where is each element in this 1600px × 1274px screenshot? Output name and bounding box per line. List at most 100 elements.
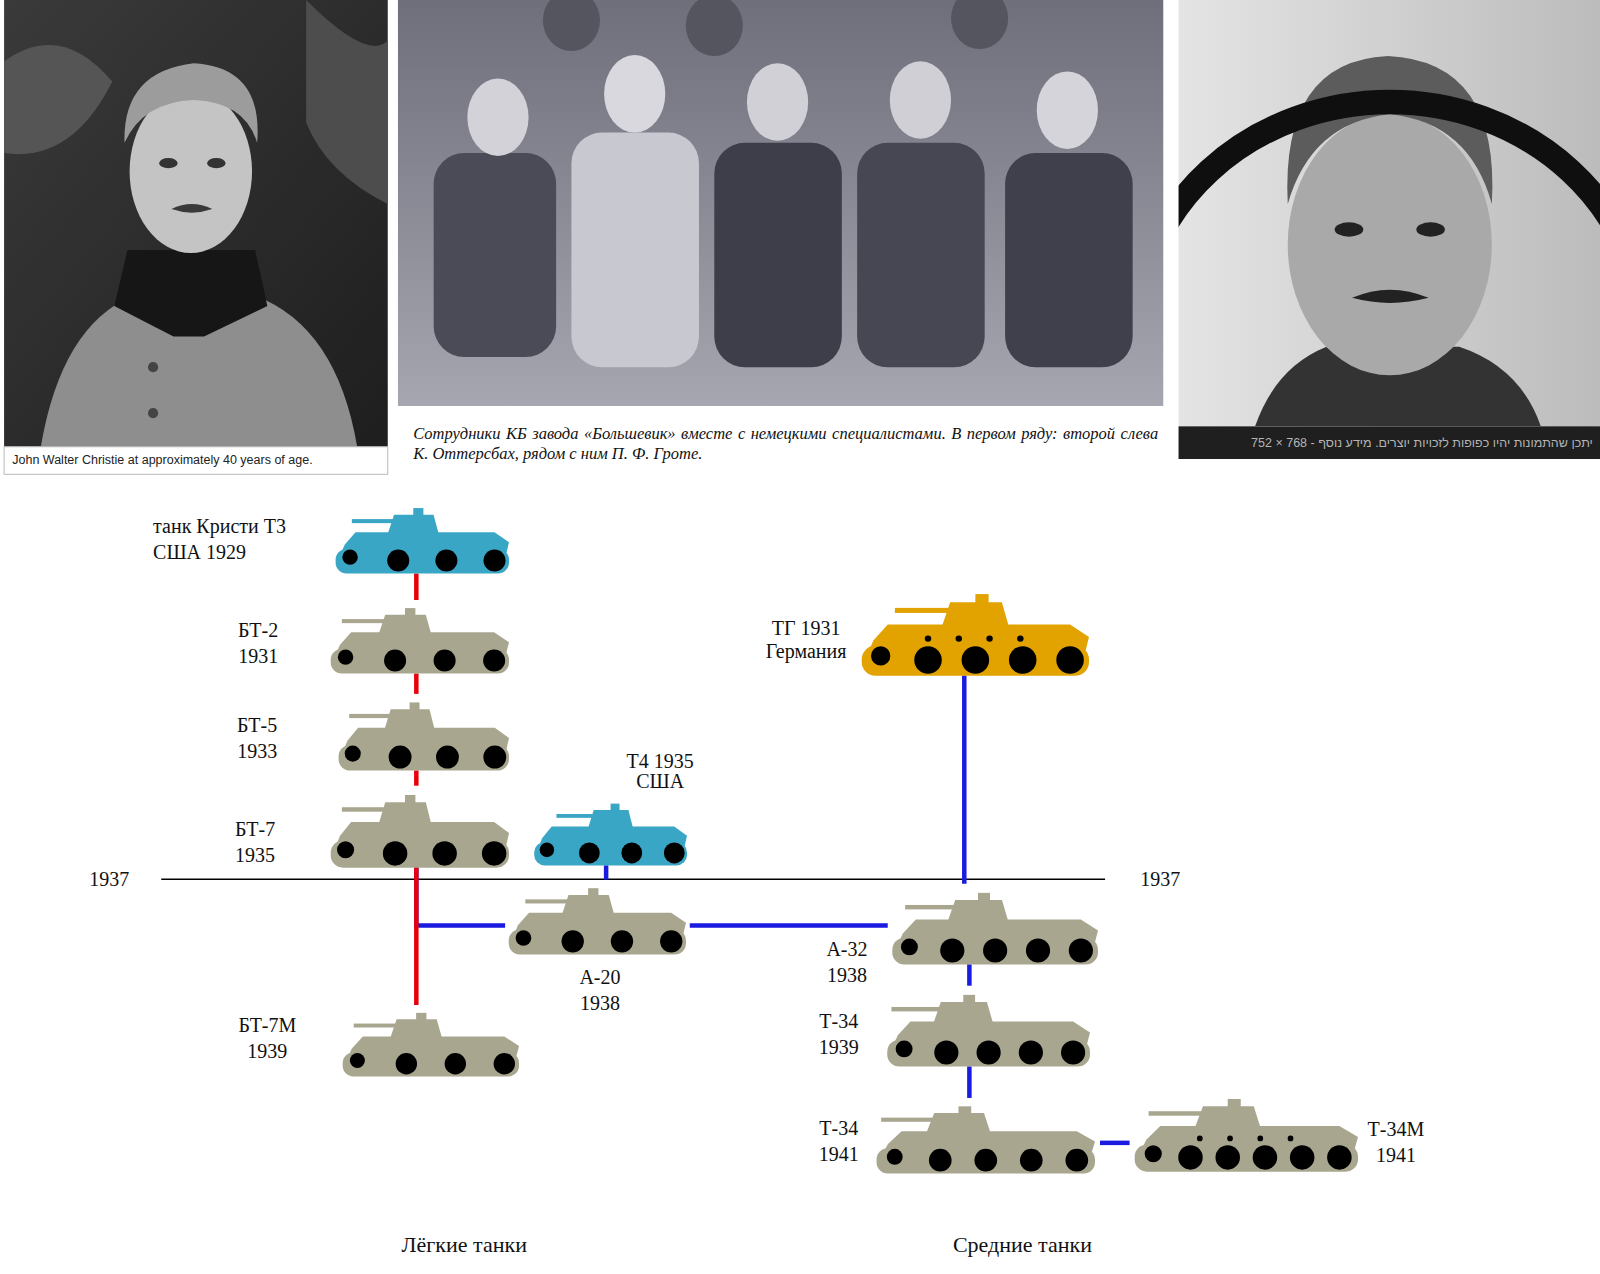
tank-label: Т-34М 1941 [1368,1116,1425,1168]
tank-cupola [416,1013,426,1020]
lineage-connector [414,573,419,600]
lineage-connector [604,865,609,879]
moustache [171,204,212,213]
tank-hull [346,1037,519,1061]
tank-silhouette [509,888,686,954]
road-wheel [895,1040,912,1057]
tank-turret [927,1113,991,1132]
tank-silhouette [534,804,687,866]
person [951,0,1008,49]
road-wheel [444,1053,465,1074]
person [890,61,951,139]
tank-turret [379,615,431,634]
tank-cupola [963,995,975,1003]
tank-node: БТ-2 1931 [327,600,513,673]
tank-hull [334,822,509,850]
tank-node: Т-34 1941 [872,1098,1100,1174]
road-wheel [1020,1149,1043,1172]
tank-shape [339,1005,523,1076]
person [857,143,985,367]
tank-gun [525,899,567,903]
tank-cupola [1227,1099,1240,1107]
eye [1416,222,1445,236]
road-wheel [342,549,357,564]
tank-gun [353,1024,395,1028]
tank-label: БТ-2 1931 [238,617,278,669]
person [543,0,600,51]
road-wheel [962,646,990,674]
road-wheel [1144,1145,1161,1162]
road-wheel [483,649,505,671]
tank-cupola [409,702,419,710]
person [434,153,556,357]
hull-rivet [1197,1135,1203,1141]
tank-gun [891,1007,939,1011]
tank-cupola [976,594,989,603]
person [686,0,743,56]
hull-rivet [925,635,931,641]
road-wheel [975,1149,998,1172]
hull-rivet [956,635,962,641]
eye [1335,222,1364,236]
road-wheel [579,842,600,863]
group-photo [398,0,1163,406]
tank-shape [872,1098,1100,1174]
portrait-photo [1179,0,1600,459]
tank-hull [1139,1126,1358,1154]
lineage-connector [967,964,972,985]
tank-node: Т4 1935 США [531,796,690,865]
road-wheel [436,745,459,768]
road-wheel [934,1040,958,1064]
road-wheel [395,1053,416,1074]
person [604,55,665,133]
tank-label: Т-34 1939 [819,1008,859,1060]
road-wheel [1026,938,1050,962]
tank-hull [512,912,686,937]
tank-shape [335,694,513,771]
road-wheel [660,930,682,952]
face [1288,114,1492,375]
road-wheel [435,549,457,571]
lineage-connector [962,676,967,884]
road-wheel [1061,1040,1085,1064]
road-wheel [1018,1040,1042,1064]
tank-label: БТ-5 1933 [237,712,277,764]
tank-cupola [405,608,415,615]
road-wheel [663,842,684,863]
tank-shape [505,880,690,954]
hull-rivet [1017,635,1023,641]
road-wheel [887,1149,903,1165]
road-wheel [388,745,411,768]
tank-gun [556,814,592,818]
road-wheel [337,841,354,858]
tank-node: БТ-7 1935 [327,786,513,868]
year-label: 1937 [82,866,137,892]
tank-turret [562,894,614,913]
road-wheel [483,549,505,571]
tank-label: танк Кристи Т3 США 1929 [153,513,306,565]
hair [1287,56,1492,204]
foliage [4,45,112,154]
tank-hull [537,826,687,849]
column-heading: Средние танки [900,1231,1145,1259]
tank-label: БТ-7М 1939 [238,1012,296,1064]
road-wheel [516,930,532,946]
person [747,63,808,141]
portrait-photo [4,0,388,447]
road-wheel [387,549,409,571]
tank-turret [588,810,633,828]
tank-silhouette [892,893,1098,965]
tank-node: Т-34 1939 [883,986,1094,1067]
road-wheel [1215,1145,1239,1169]
caption-bar [1179,426,1600,459]
road-wheel [1009,646,1037,674]
person [571,133,699,368]
tank-hull [334,632,509,657]
road-wheel [483,745,506,768]
tank-gun [882,1118,934,1122]
road-wheel [384,649,406,671]
tank-silhouette [862,594,1089,676]
road-wheel [621,842,642,863]
tank-gun [1148,1111,1201,1115]
